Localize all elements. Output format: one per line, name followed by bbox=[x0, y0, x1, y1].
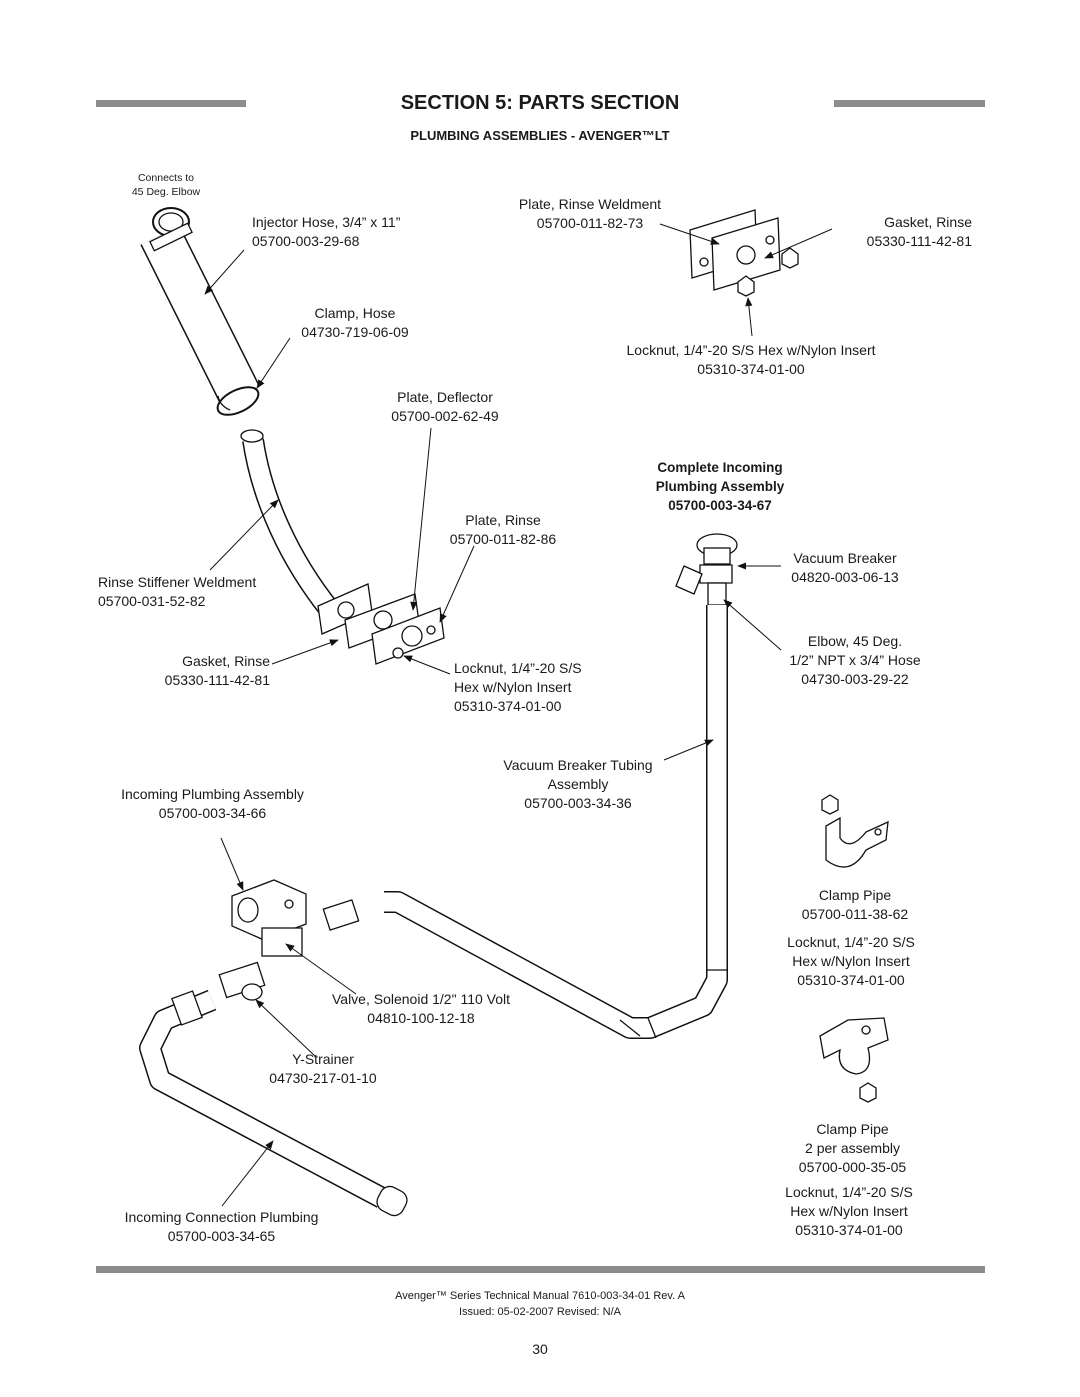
vacuum-breaker-drawing bbox=[675, 533, 738, 606]
page-subtitle: PLUMBING ASSEMBLIES - AVENGER™LT bbox=[410, 128, 670, 143]
header-rule-right bbox=[834, 100, 985, 107]
injector-hose-drawing bbox=[140, 207, 260, 416]
label-injector-hose: Injector Hose, 3/4” x 11”05700-003-29-68 bbox=[252, 214, 401, 249]
rinse-stiffener-drawing bbox=[240, 429, 339, 617]
vacuum-tubing-drawing bbox=[384, 605, 728, 1039]
clamp-pipe-1-drawing bbox=[821, 794, 889, 868]
page-title: SECTION 5: PARTS SECTION bbox=[400, 92, 680, 114]
footer-manual-line: Avenger™ Series Technical Manual 7610-00… bbox=[395, 1290, 685, 1302]
rinse-weldment-plate-drawing bbox=[689, 209, 799, 297]
page-number: 30 bbox=[532, 1341, 548, 1357]
footer-rule bbox=[96, 1266, 985, 1273]
footer-issued-line: Issued: 05-02-2007 Revised: N/A bbox=[458, 1306, 622, 1318]
solenoid-valve-drawing bbox=[218, 879, 360, 1001]
header-rule-left bbox=[96, 100, 246, 107]
rinse-plate-stack-drawing bbox=[317, 583, 445, 665]
clamp-pipe-2-drawing bbox=[819, 1017, 889, 1103]
incoming-connection-drawing bbox=[139, 989, 408, 1217]
